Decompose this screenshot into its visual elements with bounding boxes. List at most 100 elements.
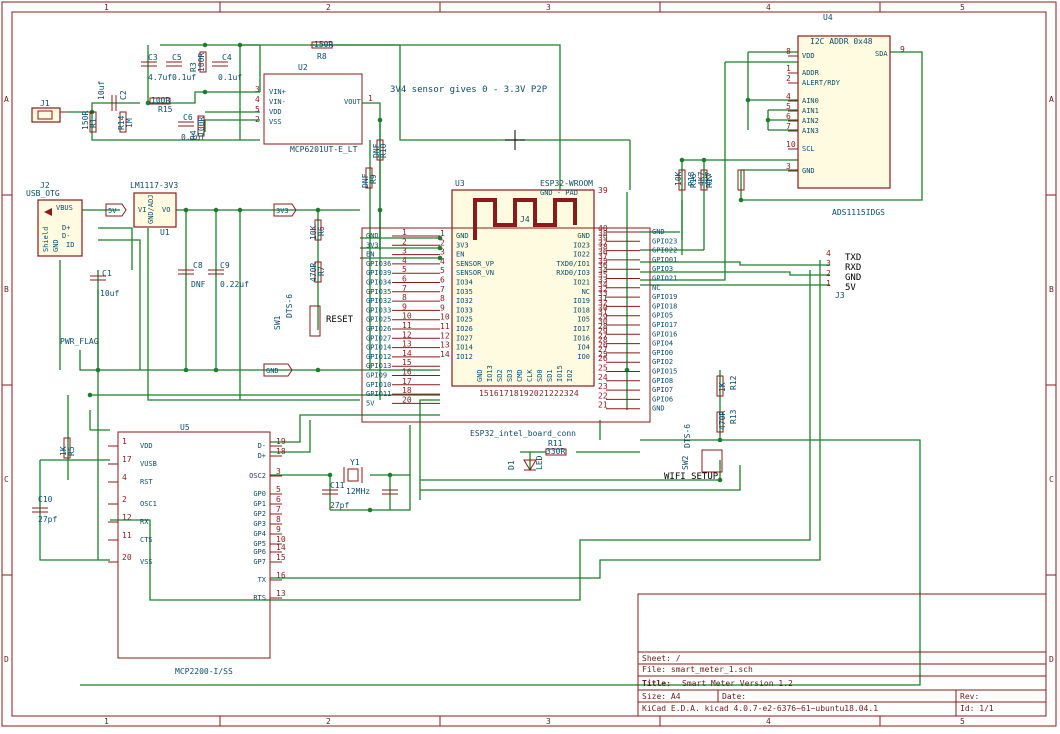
u3-pin-right: IO5 — [577, 316, 590, 324]
u3-pinnum-right: 36 — [598, 248, 608, 257]
u3-pinnum-left: 5 — [440, 266, 445, 275]
u4-pinnum: 10 — [786, 140, 796, 149]
u3-pin-bottom: GND — [476, 369, 484, 382]
u3-pin-right: IO4 — [577, 344, 590, 352]
j4-pin-left: 5V — [366, 399, 375, 407]
j4-pin-right: GPIO6 — [652, 395, 673, 403]
u3-pin-right: NC — [582, 288, 590, 296]
capacitor-c11 — [382, 489, 398, 495]
u4-pin-alert/rdy: ALERT/RDY — [802, 79, 841, 87]
j4-pinnum-left: 9 — [402, 302, 407, 311]
u1-pin-vo: VO — [162, 206, 170, 214]
j4-value: ESP32_intel_board_conn — [470, 429, 576, 438]
sw2-ref: SW2 — [681, 455, 690, 470]
u3-pinnum-left: 14 — [440, 350, 450, 359]
svg-text:0.1uf: 0.1uf — [172, 73, 196, 82]
u3-pinnum-left: 1 — [440, 229, 445, 238]
svg-text:150R: 150R — [81, 111, 90, 130]
svg-text:100R: 100R — [197, 53, 206, 72]
j4-pin-right: GPIO17 — [652, 321, 677, 329]
j4-pin-right: GPIO3 — [652, 265, 673, 273]
j4-pin-right: GPIO5 — [652, 312, 673, 320]
u3-pin-bottom: CLK — [526, 369, 534, 382]
u3-pinnum-left: 12 — [440, 331, 450, 340]
border-row-c: C — [4, 475, 9, 484]
j4-pinnum-right: 29 — [598, 326, 608, 335]
j4-pinnum-right: 37 — [598, 252, 608, 261]
j2-pin-dp: D+ — [62, 224, 70, 232]
u3-pin-bottom: SD1 — [546, 369, 554, 382]
u2-pinnum-1: 1 — [368, 94, 373, 103]
u3-pinnum-left: 13 — [440, 341, 450, 350]
border-row-b: B — [4, 285, 9, 294]
u5-pin-right: OSC2 — [249, 472, 266, 480]
u4-header: I2C ADDR 0x48 — [810, 37, 873, 46]
u3-pinnum-left: 7 — [440, 285, 445, 294]
j3-num-1: 1 — [826, 279, 831, 288]
u5-pin-right: GP0 — [253, 490, 266, 498]
u4-pin-gnd: GND — [802, 167, 815, 175]
j4-pinnum-left: 4 — [402, 256, 407, 265]
u5-pin-right: TX — [258, 576, 267, 584]
j4-pin-left: GPIO33 — [366, 306, 391, 314]
j4-pin-right: GPIO23 — [652, 237, 677, 245]
u5-pinnum-right: 18 — [276, 447, 286, 456]
u3-pinnum-right: 35 — [598, 257, 608, 266]
usb-uart-u5: U5 MCP2200-I/SS VDD1VUSB17RST4OSC12RX12C… — [108, 423, 286, 676]
border-col-4-bottom: 4 — [766, 717, 771, 726]
svg-text:C6: C6 — [183, 113, 193, 122]
u4-left-pins: VDD8ADDR1ALERT/RDY2AIN04AIN15AIN26AIN37S… — [786, 47, 841, 175]
svg-text:C1: C1 — [102, 269, 112, 278]
capacitor-c6: C60.1uf — [178, 113, 205, 142]
capacitor-c5: C50.1uf — [166, 53, 196, 82]
title-block: Sheet: / File: smart_meter_1.sch Title: … — [637, 593, 1047, 717]
svg-text:R11: R11 — [548, 439, 563, 448]
u4-value: ADS1115IDGS — [832, 208, 885, 217]
j4-pin-right: GND — [652, 405, 665, 413]
j4-pinnum-right: 26 — [598, 354, 608, 363]
svg-text:R15: R15 — [158, 105, 173, 114]
u3-pin-right: IO19 — [573, 297, 590, 305]
j4-pinnum-left: 3 — [402, 247, 407, 256]
u3-pin-bottom: SD2 — [496, 369, 504, 382]
border-row-a-right: A — [1049, 95, 1054, 104]
u5-pin-right: GP4 — [253, 530, 266, 538]
svg-text:R3: R3 — [189, 62, 198, 72]
u5-pinnum-left: 4 — [122, 473, 127, 482]
j4-ref: J4 — [520, 215, 530, 224]
u2-ref: U2 — [298, 63, 308, 72]
u5-pin-right: D+ — [258, 452, 266, 460]
svg-text:100R: 100R — [151, 96, 170, 105]
u5-pinnum-left: 12 — [122, 513, 132, 522]
u3-ref: U3 — [455, 179, 465, 188]
u5-pinnum-left: 2 — [122, 495, 127, 504]
u5-pinnum-left: 1 — [122, 437, 127, 446]
j4-pin-right: GPIO19 — [652, 293, 677, 301]
u5-pinnum-left: 20 — [122, 553, 132, 562]
u5-pin-right: D- — [258, 442, 266, 450]
svg-text:C2: C2 — [119, 90, 128, 100]
tb-sheet: Sheet: / — [642, 654, 681, 663]
u3-pinnum-bottom: 23 — [559, 389, 569, 398]
u3-pinnum-right: 28 — [598, 322, 608, 331]
j4-pin-left: GPIO11 — [366, 390, 391, 398]
u3-pin-right: RXD0/IO3 — [556, 269, 590, 277]
u3-pin-left: IO32 — [456, 297, 473, 305]
j4-pinnum-left: 11 — [402, 321, 412, 330]
u3-pin-left: IO34 — [456, 279, 473, 287]
u3-pinnum-right: 34 — [598, 266, 608, 275]
u2-pin-vss: VSS — [269, 118, 282, 126]
u5-value: MCP2200-I/SS — [175, 667, 233, 676]
u2-pin-vout: VOUT — [344, 98, 362, 106]
j4-pin-left: GPIO25 — [366, 316, 391, 324]
u4-pin-addr: ADDR — [802, 69, 820, 77]
u3-pin-bottom: IO15 — [556, 365, 564, 382]
svg-text:R12: R12 — [729, 375, 738, 390]
